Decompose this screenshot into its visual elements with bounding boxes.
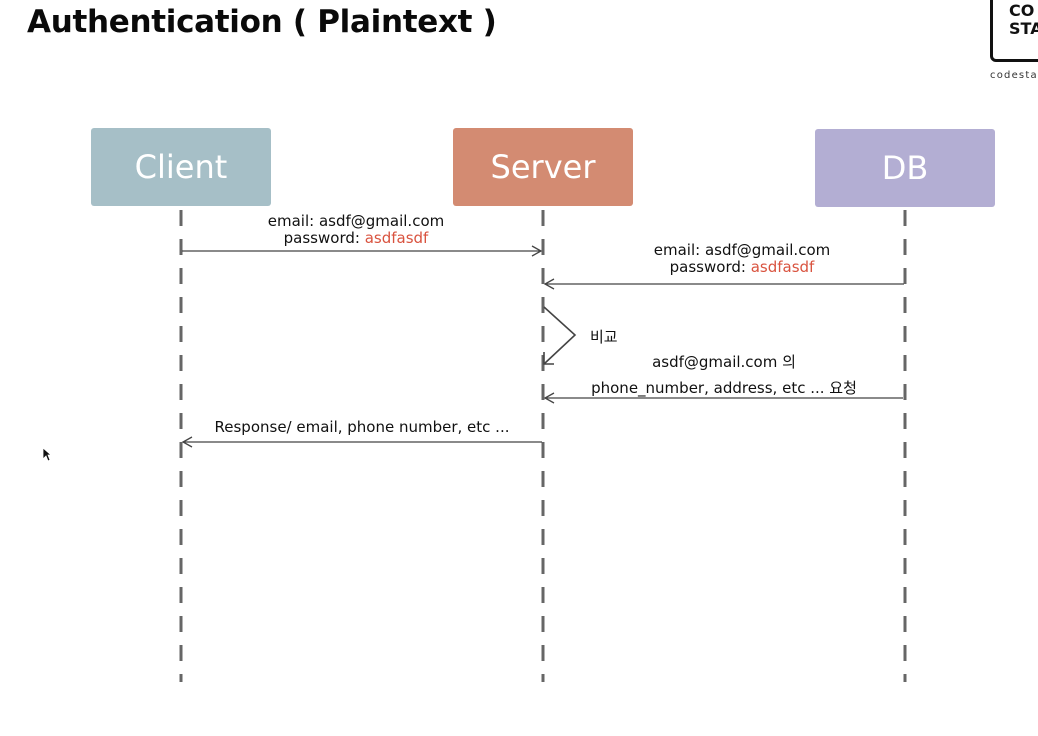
actor-db-label: DB [881,149,929,187]
message-password: password: asdfasdf [654,259,830,276]
message-client-to-server: email: asdf@gmail.com password: asdfasdf [268,213,444,247]
logo-caption: codesta [990,70,1038,81]
actor-client: Client [91,128,271,206]
mouse-pointer-icon [42,447,52,462]
message-password: password: asdfasdf [268,230,444,247]
codestates-logo: CO STA [990,0,1038,62]
message-db-to-server: email: asdf@gmail.com password: asdfasdf [654,242,830,276]
password-label: password: [283,229,365,247]
request-line1: asdf@gmail.com 의 [652,353,796,371]
password-value: asdfasdf [364,229,429,247]
self-loop-chevron-icon [543,306,577,365]
message-request: asdf@gmail.com 의 phone_number, address, … [591,349,857,401]
request-line2: phone_number, address, etc ... 요청 [591,379,857,397]
compare-note: 비교 [590,328,618,346]
logo-text-line1: CO [1009,1,1035,20]
self-loop-arrowhead [543,352,554,365]
message-response: Response/ email, phone number, etc ... [214,418,510,436]
message-email: email: asdf@gmail.com [267,212,445,230]
password-label: password: [669,258,751,276]
slide-title: Authentication ( Plaintext ) [27,4,497,40]
message-email: email: asdf@gmail.com [653,241,831,259]
actor-db: DB [815,129,995,207]
logo-text-line2: STA [1009,19,1038,38]
actor-server: Server [453,128,633,206]
password-value: asdfasdf [750,258,815,276]
actor-server-label: Server [490,148,596,186]
actor-client-label: Client [134,148,228,186]
